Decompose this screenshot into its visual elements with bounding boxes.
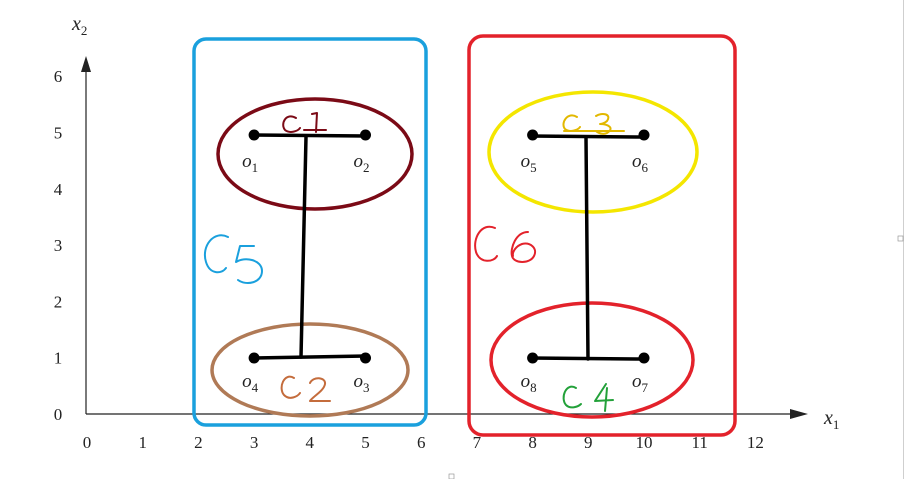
y-tick-label: 0 [54, 405, 63, 424]
x-tick-label: 3 [250, 433, 259, 452]
point-o3 [360, 352, 371, 364]
y-tick-label: 6 [54, 67, 63, 86]
x-tick-label: 11 [692, 433, 708, 452]
point-label-o7: o7 [632, 371, 649, 395]
point-o2 [360, 129, 371, 141]
x-tick-label: 7 [473, 433, 482, 452]
resize-handle-right[interactable] [897, 235, 904, 242]
link-c1-c2 [299, 135, 308, 359]
label-c5 [203, 234, 263, 284]
y-tick-labels: 0 1 2 3 4 5 6 [54, 67, 63, 424]
cluster-c3-ellipse [487, 90, 699, 214]
data-points: o1 o2 o3 o4 o5 o6 o7 o8 [242, 129, 650, 395]
x-tick-label: 12 [747, 433, 764, 452]
x-tick-label: 4 [306, 433, 315, 452]
link-o1-o2 [250, 133, 368, 138]
link-o4-o3 [250, 354, 368, 360]
link-c3-c4 [584, 136, 590, 361]
point-o1 [248, 129, 260, 141]
x-tick-label: 9 [584, 433, 593, 452]
label-c4 [562, 383, 614, 412]
point-o6 [638, 129, 650, 141]
point-label-o6: o6 [632, 151, 649, 175]
label-c3 [562, 112, 625, 135]
point-o7 [638, 352, 650, 364]
x-tick-label: 10 [636, 433, 653, 452]
point-label-o5: o5 [521, 151, 537, 175]
y-axis-label: x2 [71, 13, 87, 38]
cluster-c6-box [467, 34, 737, 437]
point-label-o8: o8 [521, 371, 537, 395]
x-axis-label: x1 [823, 407, 839, 432]
label-c6 [474, 225, 536, 263]
dendrogram-links [250, 133, 643, 361]
x-axis-arrow [790, 409, 808, 419]
point-label-o1: o1 [242, 151, 258, 175]
y-axis-arrow [81, 56, 91, 72]
label-c1 [282, 112, 327, 133]
cluster-c2-ellipse [210, 322, 410, 418]
y-tick-label: 4 [54, 180, 63, 199]
cluster-c4-ellipse [489, 301, 695, 419]
point-o8 [527, 352, 539, 364]
x-tick-label: 2 [194, 433, 203, 452]
x-tick-label: 1 [138, 433, 147, 452]
x-tick-label: 0 [83, 433, 92, 452]
y-tick-label: 1 [54, 349, 63, 368]
cluster-c5-box [192, 37, 428, 427]
point-o4 [248, 352, 260, 364]
link-o8-o7 [528, 356, 643, 361]
y-tick-label: 5 [54, 124, 63, 143]
cluster-labels [203, 112, 625, 412]
point-label-o2: o2 [354, 151, 370, 175]
point-o5 [527, 129, 539, 141]
point-label-o4: o4 [242, 371, 259, 395]
point-label-o3: o3 [354, 371, 370, 395]
resize-handle-bottom[interactable] [448, 473, 455, 479]
cluster-c1-ellipse [216, 97, 414, 211]
x-tick-label: 5 [361, 433, 370, 452]
x-tick-label: 8 [528, 433, 537, 452]
y-tick-label: 3 [54, 236, 63, 255]
x-tick-label: 6 [417, 433, 426, 452]
label-c2 [280, 375, 331, 402]
y-tick-label: 2 [54, 292, 63, 311]
